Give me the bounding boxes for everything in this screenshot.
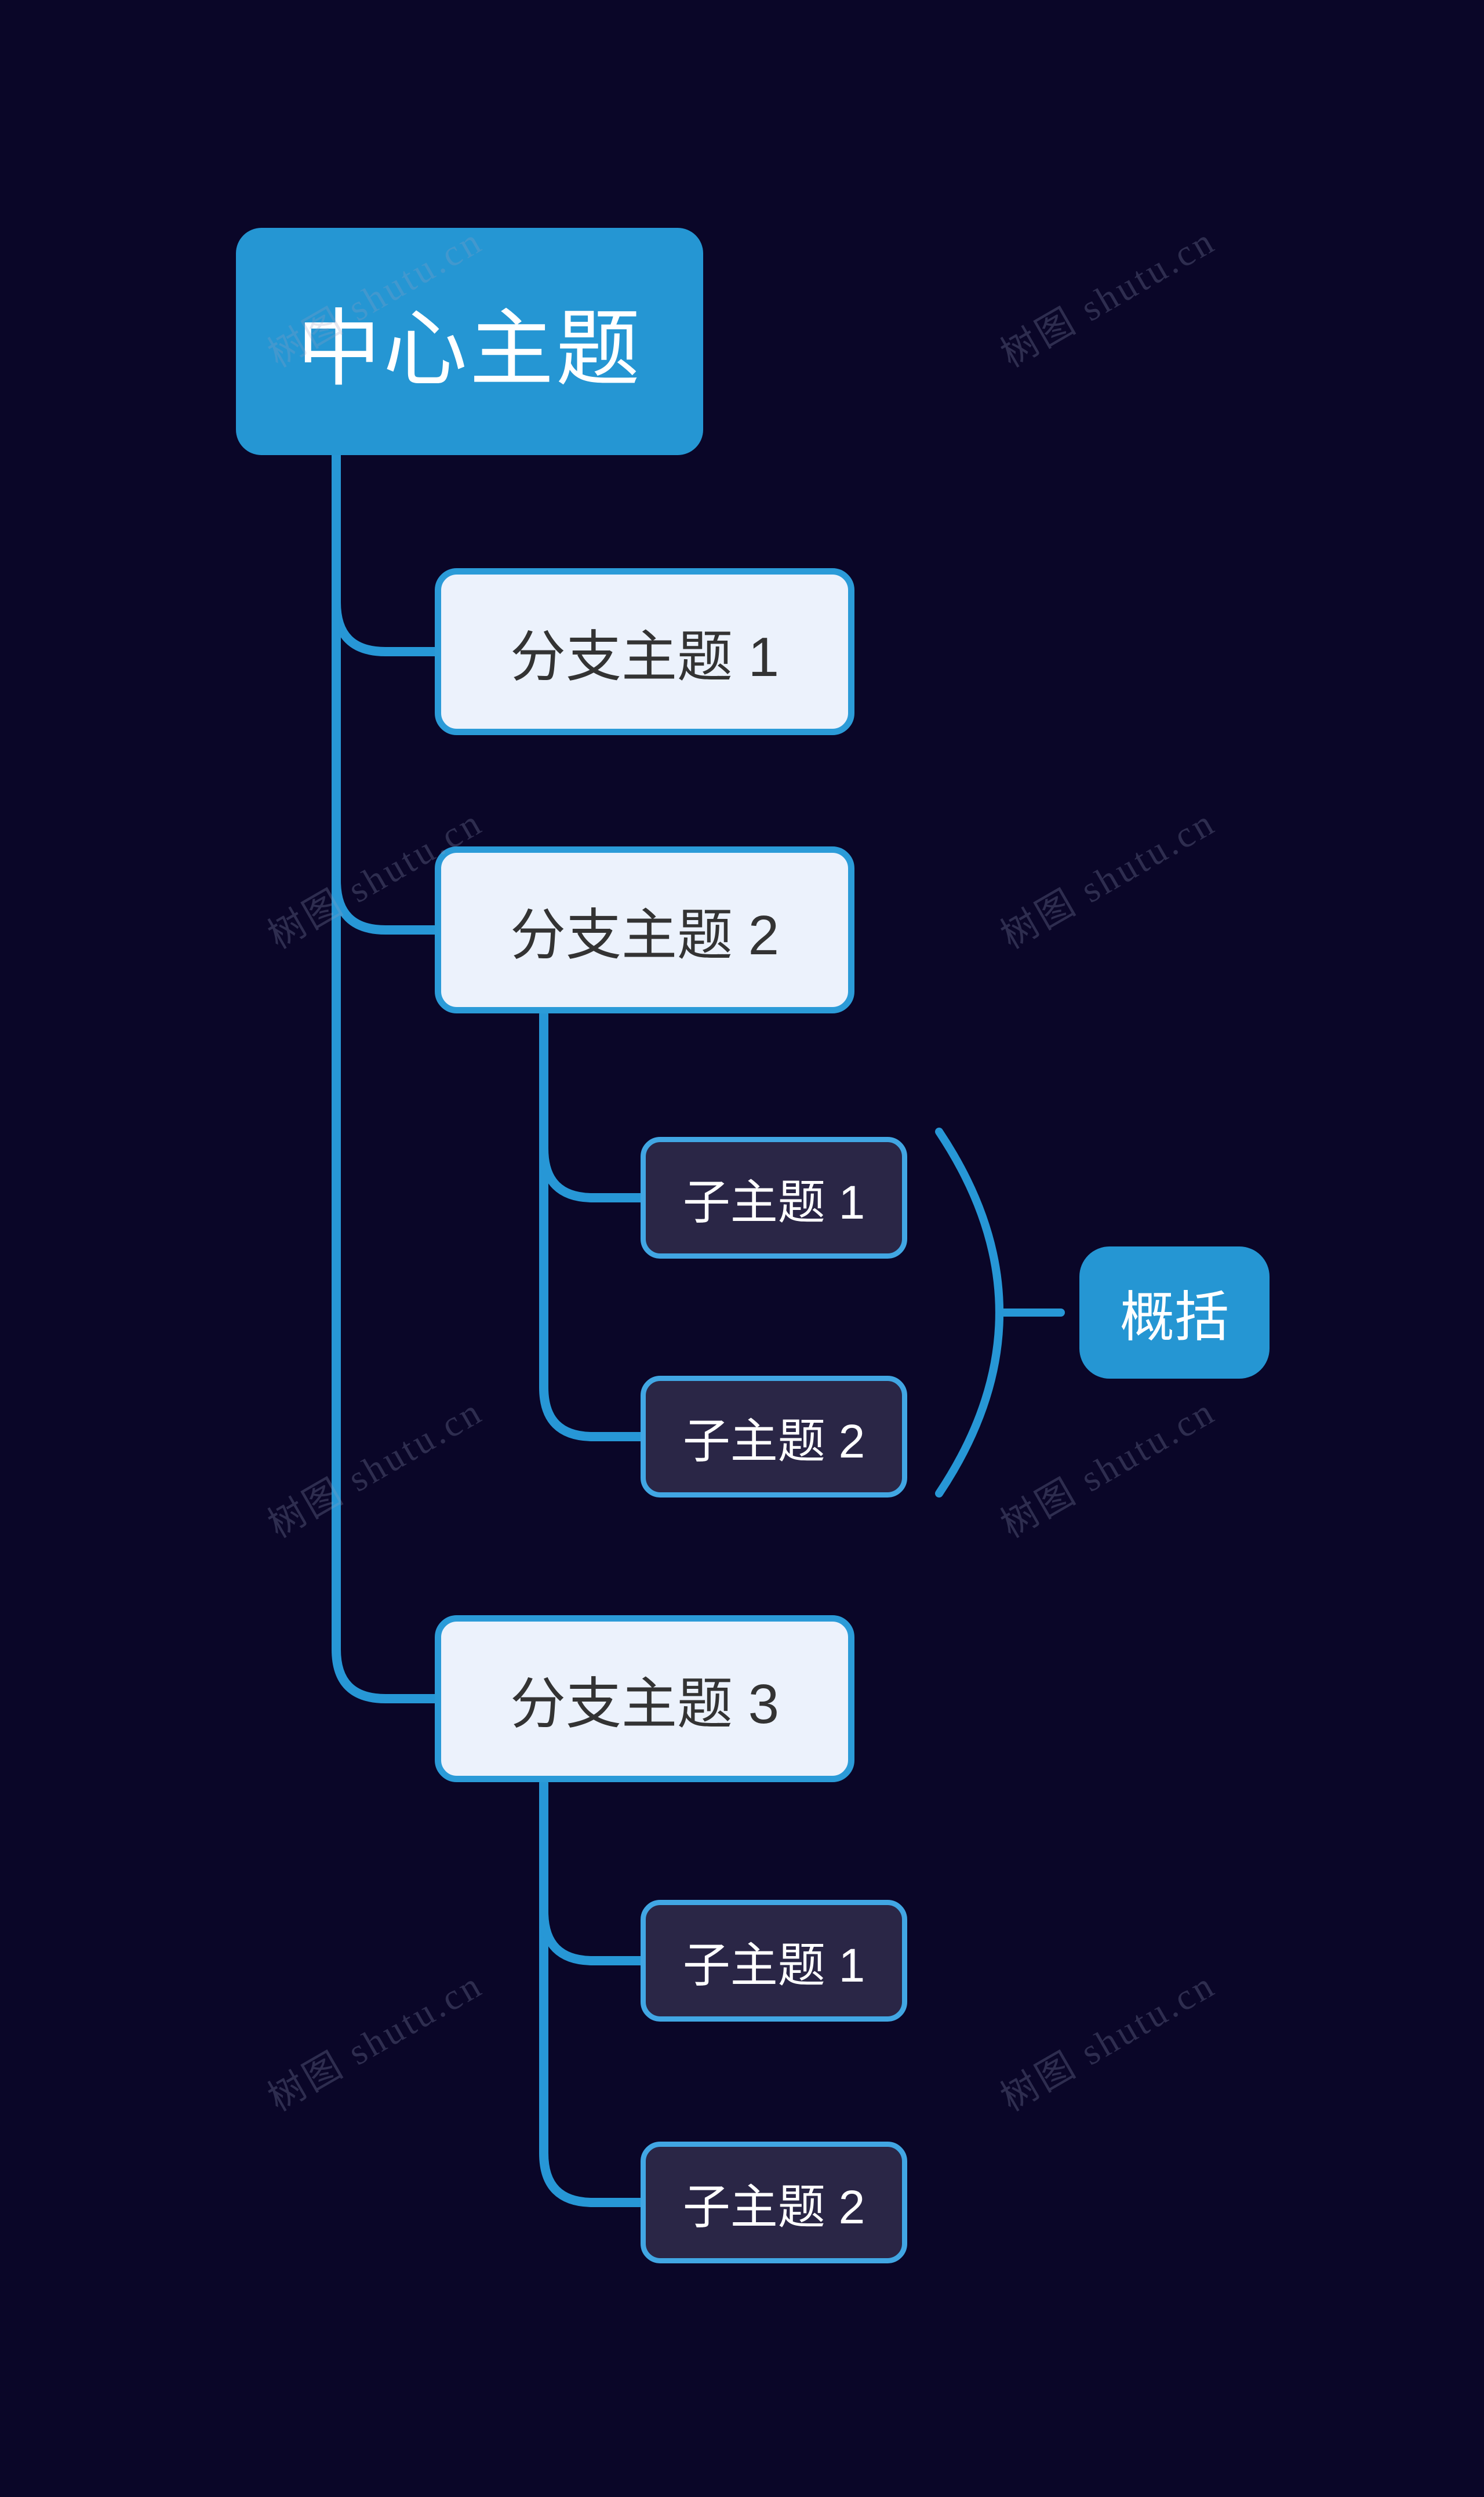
connector-trunk-to-branch-3 [332, 446, 439, 1703]
connector-elbow-branch-1 [332, 598, 439, 656]
summary-node[interactable]: 概括 [1079, 1246, 1270, 1379]
branch-topic-3-node[interactable]: 分支主题 3 [435, 1615, 854, 1782]
central-topic-node[interactable]: 中心主题 [236, 228, 703, 455]
branch-3-subtopic-1-node[interactable]: 子主题 1 [641, 1900, 907, 2022]
connector-branch-2-to-subtopic-2 [539, 1010, 645, 1441]
branch-topic-1-node[interactable]: 分支主题 1 [435, 568, 854, 735]
connector-branch-3-to-subtopic-1 [539, 1907, 645, 1965]
branch-2-subtopic-1-node[interactable]: 子主题 1 [641, 1137, 907, 1259]
branch-2-subtopic-2-node[interactable]: 子主题 2 [641, 1376, 907, 1498]
branch-3-subtopic-2-node[interactable]: 子主题 2 [641, 2142, 907, 2263]
branch-topic-2-node[interactable]: 分支主题 2 [435, 846, 854, 1013]
summary-brace-arc [935, 1128, 1003, 1498]
connector-branch-2-to-subtopic-1 [539, 1144, 645, 1202]
connector-elbow-branch-2 [332, 876, 439, 935]
connector-branch-3-to-subtopic-2 [539, 1779, 645, 2207]
